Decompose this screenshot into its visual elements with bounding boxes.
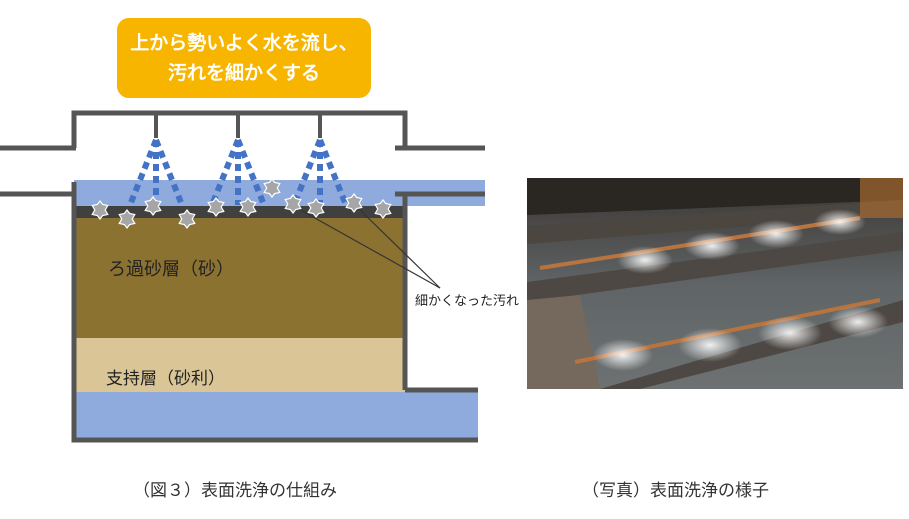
filter-sand-label: ろ過砂層（砂） bbox=[108, 259, 234, 280]
surface-wash-photo bbox=[527, 178, 903, 389]
callout-box: 上から勢いよく水を流し、 汚れを細かくする bbox=[117, 18, 371, 98]
fine-dirt-label: 細かくなった汚れ bbox=[415, 294, 520, 309]
nozzle-pipes bbox=[154, 113, 322, 138]
photo-caption: （写真）表面洗浄の様子 bbox=[582, 481, 769, 501]
spray-jets bbox=[127, 138, 349, 207]
bottom-water-layer bbox=[74, 392, 478, 439]
diagram-caption: （図３）表面洗浄の仕組み bbox=[133, 481, 337, 501]
support-gravel-layer bbox=[74, 338, 405, 392]
support-gravel-label: 支持層（砂利） bbox=[106, 369, 225, 389]
annotation-pointer bbox=[296, 207, 441, 289]
callout-line-1: 上から勢いよく水を流し、 bbox=[130, 32, 358, 54]
tank-walls bbox=[0, 110, 485, 443]
callout-line-2: 汚れを細かくする bbox=[167, 62, 320, 84]
